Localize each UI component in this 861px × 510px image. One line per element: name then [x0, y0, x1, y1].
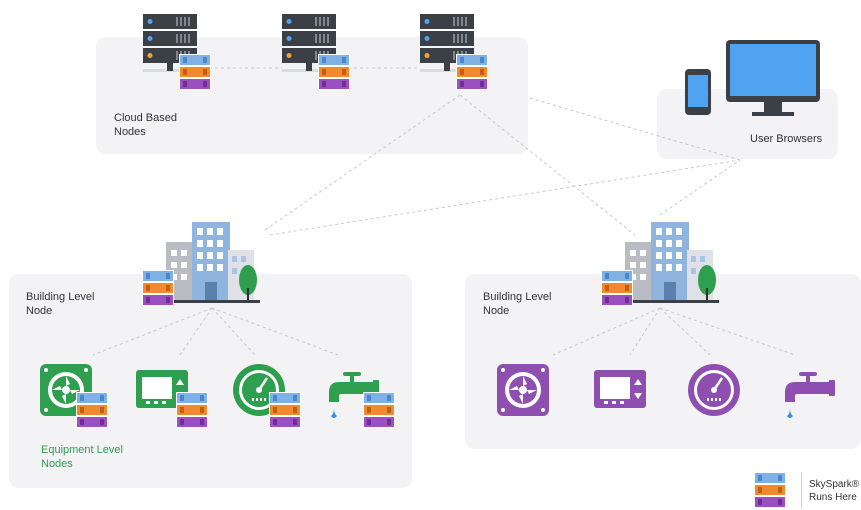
building-right-label: Building Level Node [483, 291, 552, 317]
equipment-label: Equipment Level Nodes [41, 444, 123, 470]
building-right-panel [465, 274, 861, 449]
gauge-meter-icon [233, 364, 301, 428]
faucet-icon [329, 372, 395, 428]
fan-unit-icon [40, 364, 108, 428]
server-rack-icon [282, 14, 350, 90]
legend-divider [801, 472, 802, 508]
gauge-meter-icon [688, 364, 740, 416]
desktop-monitor-icon [726, 40, 820, 116]
faucet-icon [785, 372, 835, 418]
server-rack-icon [420, 14, 488, 90]
building-icon [142, 222, 260, 306]
cloud-label: Cloud Based Nodes [114, 112, 177, 138]
building-icon [601, 222, 719, 306]
fan-unit-icon [497, 364, 549, 416]
skyspark-stack-icon [754, 472, 786, 508]
browsers-label: User Browsers [750, 133, 823, 145]
mobile-phone-icon [685, 69, 711, 115]
legend-label: SkySpark® Runs Here [809, 479, 860, 503]
building-left-label: Building Level Node [26, 291, 95, 317]
server-rack-icon [143, 14, 211, 90]
thermostat-icon [594, 370, 646, 408]
thermostat-icon [136, 370, 208, 428]
